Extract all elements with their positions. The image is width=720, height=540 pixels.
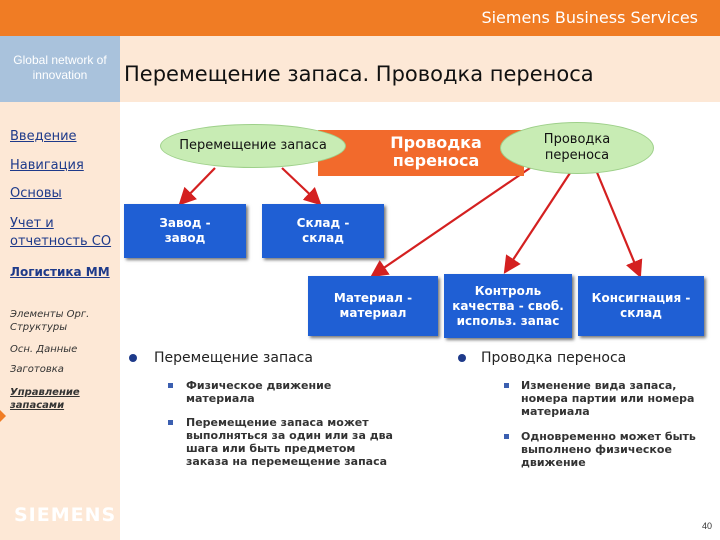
box-storage-to-storage: Склад - склад [262,204,384,258]
left-bullet-1: Физическое движение материала [186,379,332,405]
right-bullet-1: Изменение вида запаса, номера партии или… [521,379,695,418]
bullet-square-icon [168,383,173,388]
bullet-square-icon [504,383,509,388]
tagline: Global network of innovation [0,36,120,102]
sidebar-item-intro[interactable]: Введение [10,129,77,144]
brand-name: Siemens Business Services [481,8,698,27]
sidebar [0,36,120,540]
page-title: Перемещение запаса. Проводка переноса [124,62,594,86]
ellipse-stock-transfer: Перемещение запаса [160,124,346,168]
box-consignment: Консигнация - склад [578,276,704,336]
box-quality-control: Контроль качества - своб. использ. запас [444,274,572,338]
box-material-to-material: Материал - материал [308,276,438,336]
section-heading-right: Проводка переноса [481,350,627,366]
arrow-to-quality [503,169,573,274]
arrow-to-consign [594,169,643,279]
arrow-to-plant [178,167,216,206]
bullet-square-icon [504,434,509,439]
left-bullet-2: Перемещение запаса может выполняться за … [186,416,393,468]
section-heading-left: Перемещение запаса [154,350,313,366]
sidebar-item-org[interactable]: Элементы Орг. Структуры [10,309,90,333]
arrow-to-storage [281,167,322,206]
sidebar-item-master-data[interactable]: Осн. Данные [10,344,78,355]
arrow-to-material [370,167,531,278]
page-number: 40 [701,521,712,531]
title-bar [120,36,720,102]
bullet-square-icon [168,420,173,425]
sidebar-item-procurement[interactable]: Заготовка [10,364,64,375]
bullet-dot-icon [129,354,137,362]
ellipse-transfer-posting: Проводка переноса [500,122,654,174]
sidebar-item-co[interactable]: Учет и отчетность CO [10,216,112,249]
sidebar-item-logistics[interactable]: Логистика MM [10,265,110,279]
siemens-logo: SIEMENS [14,504,117,526]
sidebar-item-basics[interactable]: Основы [10,186,62,201]
top-bar [0,0,720,36]
sidebar-item-navigation[interactable]: Навигация [10,158,84,173]
transfer-posting-label: Проводка переноса [318,130,524,176]
box-plant-to-plant: Завод - завод [124,204,246,258]
right-bullet-2: Одновременно может быть выполнено физиче… [521,430,696,469]
active-marker-icon [0,410,6,422]
bullet-dot-icon [458,354,466,362]
sidebar-item-inventory[interactable]: Управление запасами [10,387,80,411]
